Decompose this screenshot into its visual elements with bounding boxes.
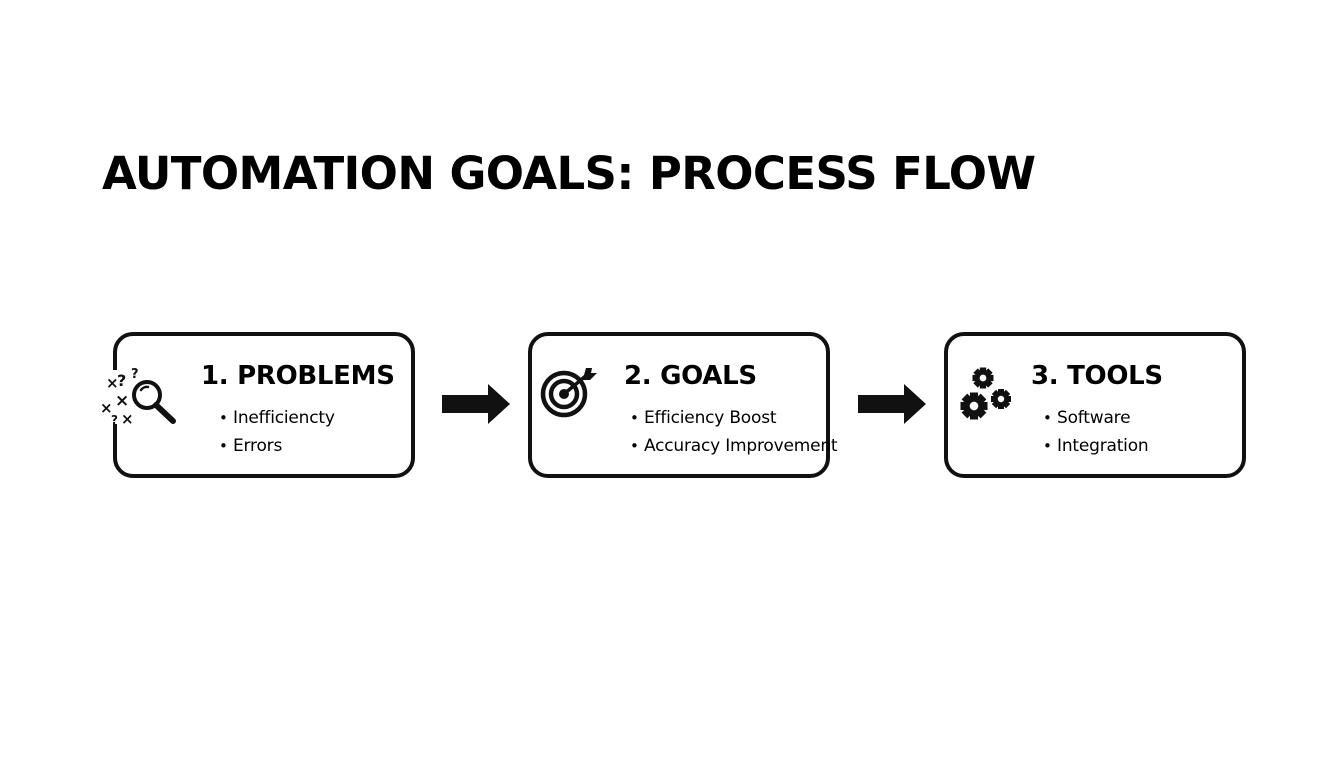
- flow-arrow-icon: [858, 384, 926, 424]
- step-box-goals: 2. GOALS Efficiency Boost Accuracy Impro…: [528, 332, 838, 478]
- flow-arrow-icon: [442, 384, 510, 424]
- cross-mark: ×: [115, 391, 129, 411]
- step-box-problems: 1. PROBLEMS Inefficiencty Errors: [113, 332, 415, 478]
- list-item: Inefficiencty: [219, 404, 335, 432]
- list-item: Software: [1043, 404, 1148, 432]
- question-mark: ?: [111, 413, 118, 427]
- list-item: Errors: [219, 432, 335, 460]
- question-mark: ?: [117, 371, 126, 390]
- step-title-goals: 2. GOALS: [624, 361, 757, 391]
- step-list-problems: Inefficiencty Errors: [219, 404, 335, 460]
- step-list-goals: Efficiency Boost Accuracy Improvement: [630, 404, 838, 460]
- question-mark: ?: [131, 367, 139, 382]
- list-item: Efficiency Boost: [630, 404, 837, 432]
- gears-icon: [960, 367, 1011, 420]
- step-title-tools: 3. TOOLS: [1031, 361, 1163, 391]
- cross-mark: ×: [106, 374, 119, 392]
- cross-mark: ×: [100, 399, 113, 417]
- cross-mark: ×: [121, 410, 134, 428]
- magnifier-question-icon: × ? ? × × ? ×: [100, 367, 176, 428]
- step-title-problems: 1. PROBLEMS: [201, 361, 395, 391]
- target-icon: [540, 368, 597, 418]
- list-item: Integration: [1043, 432, 1149, 460]
- diagram-title: AUTOMATION GOALS: PROCESS FLOW: [102, 147, 1036, 200]
- step-list-tools: Software Integration: [1043, 404, 1149, 460]
- list-item: Accuracy Improvement: [630, 432, 838, 460]
